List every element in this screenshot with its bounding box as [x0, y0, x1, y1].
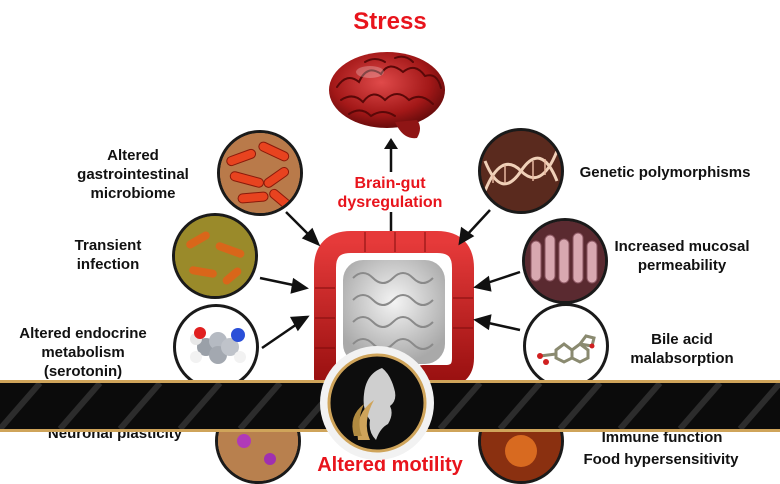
brain-gut-label: Brain-gut dysregulation	[325, 174, 455, 212]
dna-icon	[478, 128, 564, 214]
label-motility: Altered motility	[317, 454, 463, 476]
label-microbiome-line3: microbiome	[90, 185, 176, 202]
villi-icon	[522, 218, 608, 304]
label-endocrine: Altered endocrine metabolism (serotonin)	[4, 324, 162, 381]
bacteria-icon	[217, 130, 303, 216]
brain-gut-label-line2: dysregulation	[337, 194, 443, 211]
bile-molecule-icon	[523, 303, 609, 389]
serotonin-molecule-icon	[173, 304, 259, 390]
brain-icon	[325, 42, 455, 142]
label-microbiome: Altered gastrointestinal microbiome	[48, 146, 218, 203]
infection-icon	[172, 213, 258, 299]
label-bile-line1: Bile acid	[651, 331, 713, 348]
label-infection-line1: Transient	[74, 237, 142, 254]
label-endocrine-line1: Altered endocrine	[19, 325, 147, 342]
label-bile: Bile acid malabsorption	[622, 330, 742, 368]
brain-gut-label-line1: Brain-gut	[354, 175, 426, 192]
logo-icon	[318, 344, 436, 462]
colon-icon	[305, 228, 480, 388]
arrow-up	[384, 138, 398, 172]
label-mucosal-line2: permeability	[637, 257, 727, 274]
label-endocrine-line2: metabolism	[41, 344, 125, 361]
label-endocrine-line3: (serotonin)	[43, 363, 123, 380]
label-microbiome-line1: Altered	[107, 147, 159, 164]
label-immune: Immune function	[601, 429, 723, 446]
label-food: Food hypersensitivity	[583, 451, 739, 468]
label-microbiome-line2: gastrointestinal	[77, 166, 189, 183]
label-bile-line2: malabsorption	[630, 350, 734, 367]
label-mucosal-line1: Increased mucosal	[614, 238, 750, 255]
label-infection: Transient infection	[48, 236, 168, 274]
title-stress: Stress	[353, 8, 427, 35]
label-mucosal: Increased mucosal permeability	[602, 237, 762, 275]
label-genetic: Genetic polymorphisms	[579, 164, 751, 181]
label-infection-line2: infection	[76, 256, 140, 273]
